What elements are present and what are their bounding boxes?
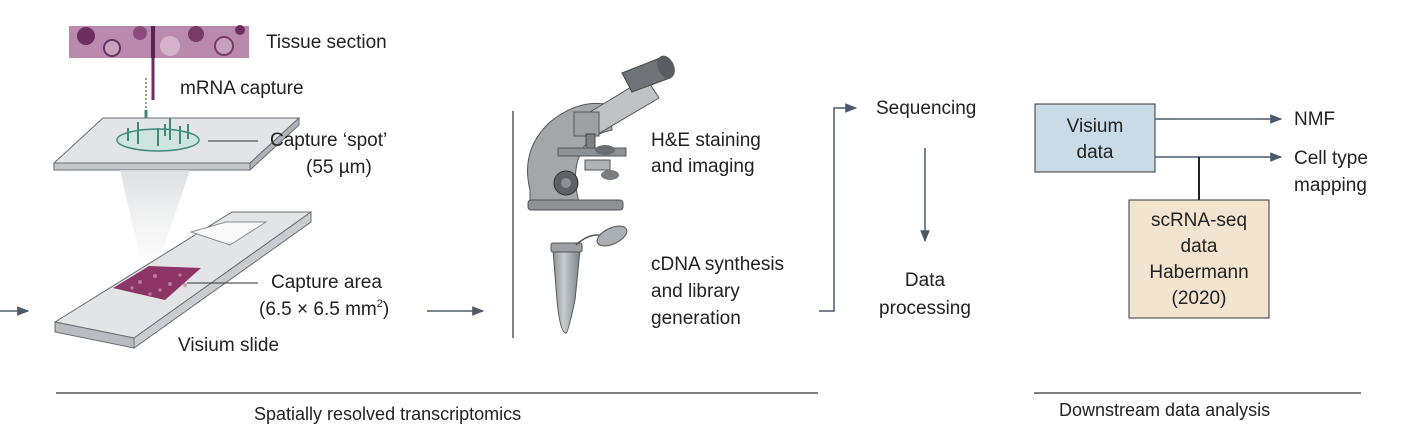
capture-area-label: Capture area: [271, 272, 382, 293]
cdna-library-label: and library: [651, 281, 740, 302]
cell-type-label: Cell type: [1294, 148, 1368, 169]
scrna-label-1: scRNA-seq: [1150, 210, 1248, 231]
tissue-section-label: Tissue section: [266, 32, 387, 53]
data-processing-label-2: processing: [879, 298, 971, 319]
scrna-label-4: (2020): [1171, 288, 1227, 309]
arrow-to-sequencing: [819, 103, 858, 312]
scrna-label-2: data: [1180, 236, 1218, 257]
visium-data-box: [1034, 103, 1156, 173]
capture-spot-size-label: (55 µm): [306, 157, 372, 178]
data-processing-label-1: Data: [904, 270, 946, 291]
mapping-label: mapping: [1294, 175, 1367, 196]
capture-area-size-label: (6.5 × 6.5 mm2): [259, 297, 390, 320]
he-staining-label: H&E staining: [651, 130, 761, 151]
visium-slide-label: Visium slide: [178, 335, 280, 356]
downstream-section-caption: Downstream data analysis: [1059, 400, 1271, 420]
cdna-generation-label: generation: [651, 308, 741, 329]
he-imaging-label: and imaging: [651, 156, 755, 177]
scrna-label-3: Habermann: [1149, 262, 1249, 283]
microscope-icon: [527, 55, 675, 211]
visium-data-label-1: Visium: [1066, 116, 1124, 137]
projection-cone: [120, 170, 190, 258]
cdna-synthesis-label: cDNA synthesis: [651, 254, 785, 275]
capture-spot-slide: [52, 116, 301, 172]
visium-data-label-2: data: [1076, 142, 1114, 163]
tissue-section-strip: [69, 25, 249, 58]
srt-section-caption: Spatially resolved transcriptomics: [254, 404, 522, 424]
scrna-data-box: [1128, 199, 1270, 319]
sequencing-label: Sequencing: [876, 98, 977, 119]
visium-slide: [53, 211, 313, 349]
tube-icon: [550, 225, 628, 334]
nmf-label: NMF: [1294, 109, 1336, 130]
mrna-capture-label: mRNA capture: [180, 78, 304, 99]
capture-spot-label: Capture ‘spot’: [270, 130, 388, 151]
